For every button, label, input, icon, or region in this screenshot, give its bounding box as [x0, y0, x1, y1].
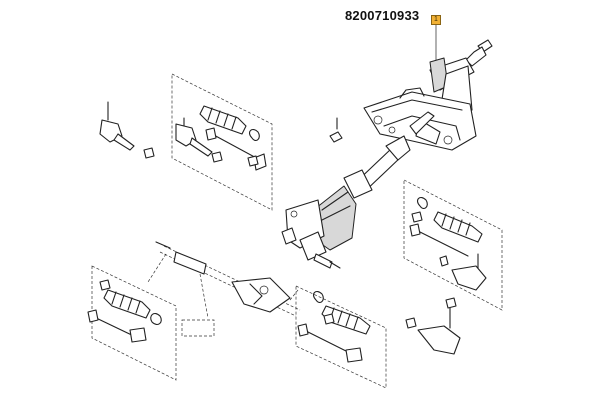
part-number-label: 8200710933: [345, 8, 420, 23]
universal-joint-housing[interactable]: [281, 185, 357, 261]
rack-accessory-box: [181, 319, 215, 337]
tie-rod-kit-bottom-middle[interactable]: [295, 285, 387, 389]
callout-marker[interactable]: 1: [431, 15, 441, 25]
steering-column[interactable]: [363, 39, 493, 151]
bracket-bolt[interactable]: [329, 117, 343, 143]
rack-link-right: [289, 289, 299, 301]
tie-rod-end-bottom-right[interactable]: [405, 297, 461, 355]
steering-rack[interactable]: [155, 241, 301, 317]
tie-rod-end-top-left[interactable]: [99, 101, 155, 159]
rack-link-left-lower: [199, 273, 209, 319]
tie-rod-kit-bottom-left[interactable]: [87, 265, 177, 381]
tie-rod-kit-right[interactable]: [403, 179, 503, 311]
intermediate-shaft[interactable]: [343, 135, 411, 199]
pinch-bolt[interactable]: [313, 253, 341, 269]
rack-link-left: [147, 253, 167, 283]
tie-rod-kit-top-left[interactable]: [171, 73, 273, 211]
